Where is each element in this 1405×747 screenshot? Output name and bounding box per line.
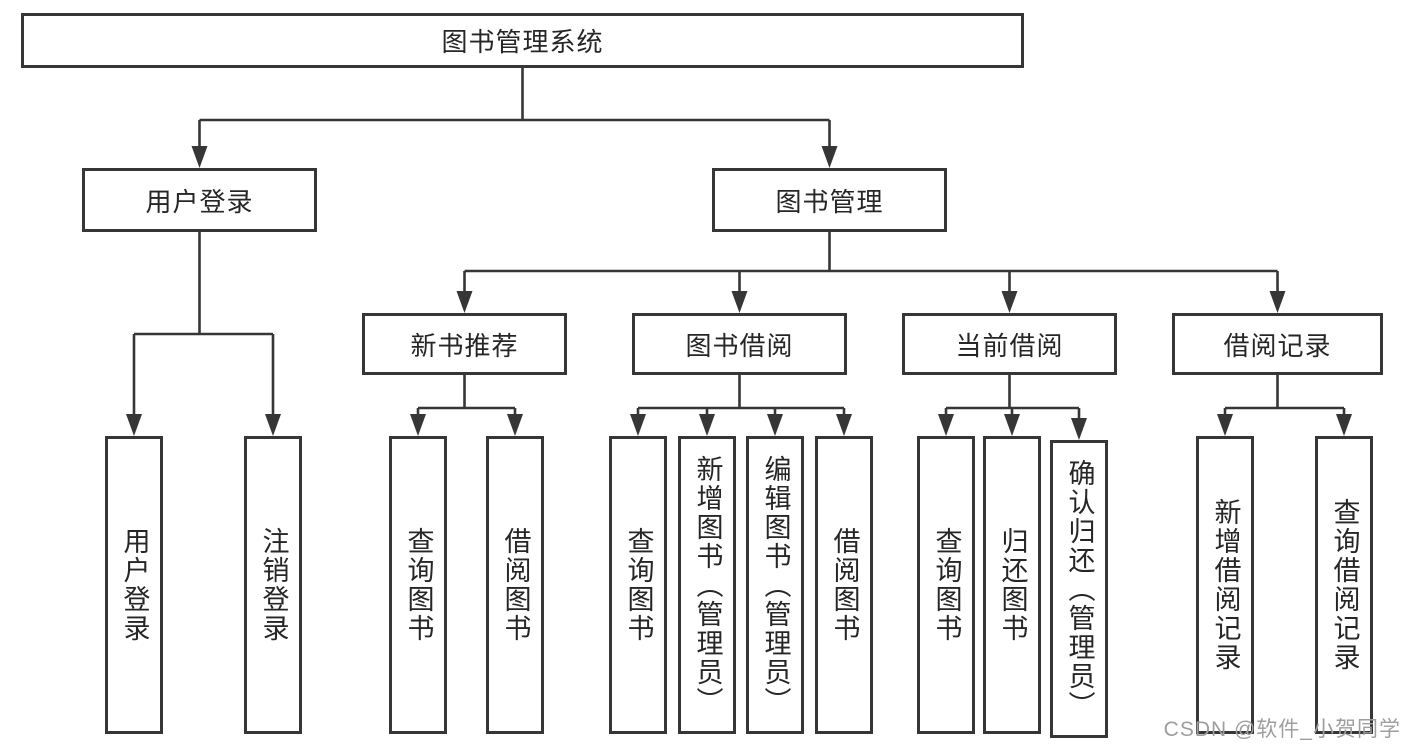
node-book-borrowing: 图书借阅: [632, 313, 847, 375]
leaf-query-borrow-record: 查询借阅记录: [1315, 436, 1373, 734]
leaf-label: 查询图书: [623, 527, 654, 643]
leaf-query-books-recommend: 查询图书: [389, 436, 447, 734]
leaf-borrow-books-recommend: 借阅图书: [486, 436, 544, 734]
node-label: 借阅记录: [1223, 330, 1332, 361]
leaf-borrow-books: 借阅图书: [815, 436, 873, 734]
node-label: 图书借阅: [685, 330, 794, 361]
leaf-user-login: 用户登录: [105, 436, 163, 734]
node-book-management: 图书管理: [712, 168, 947, 232]
leaf-query-books-current: 查询图书: [917, 436, 975, 734]
node-library-management-system: 图书管理系统: [21, 13, 1024, 68]
leaf-add-borrow-record: 新增借阅记录: [1196, 436, 1254, 734]
node-user-login: 用户登录: [82, 168, 317, 232]
leaf-label: 编辑图书（管理员）: [760, 454, 791, 716]
node-label: 图书管理: [775, 186, 884, 217]
leaf-label: 新增图书（管理员）: [692, 454, 723, 716]
node-label: 用户登录: [145, 186, 254, 217]
leaf-label: 查询图书: [403, 527, 434, 643]
node-new-book-recommendation: 新书推荐: [362, 313, 567, 375]
leaf-edit-books-admin: 编辑图书（管理员）: [746, 436, 804, 734]
leaf-label: 借阅图书: [829, 527, 860, 643]
node-current-borrowing: 当前借阅: [902, 313, 1117, 375]
leaf-return-books: 归还图书: [983, 436, 1041, 734]
node-borrowing-records: 借阅记录: [1172, 313, 1383, 375]
leaf-label: 查询借阅记录: [1329, 498, 1360, 672]
leaf-label: 归还图书: [997, 527, 1028, 643]
leaf-query-books-borrowing: 查询图书: [609, 436, 667, 734]
leaf-label: 用户登录: [119, 527, 150, 643]
leaf-label: 借阅图书: [500, 527, 531, 643]
leaf-confirm-return-admin: 确认归还（管理员）: [1050, 440, 1108, 738]
leaf-label: 注销登录: [258, 527, 289, 643]
leaf-add-books-admin: 新增图书（管理员）: [678, 436, 736, 734]
node-label: 新书推荐: [410, 330, 519, 361]
leaf-label: 查询图书: [931, 527, 962, 643]
leaf-label: 确认归还（管理员）: [1064, 458, 1095, 720]
node-label: 当前借阅: [955, 330, 1064, 361]
node-label: 图书管理系统: [441, 27, 604, 57]
leaf-label: 新增借阅记录: [1210, 498, 1241, 672]
leaf-logout-login: 注销登录: [244, 436, 302, 734]
csdn-watermark: CSDN @软件_小贺同学: [1163, 718, 1401, 741]
